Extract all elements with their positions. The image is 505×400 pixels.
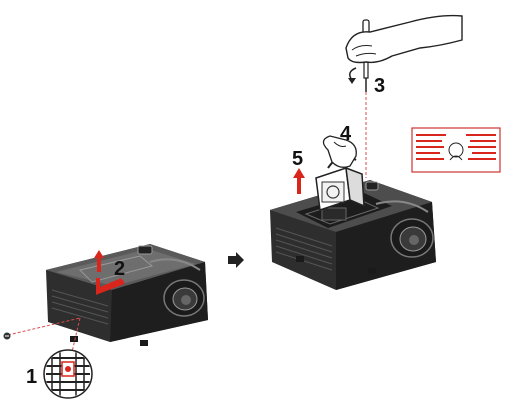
step-label-4: 4 bbox=[340, 123, 352, 145]
screw-icon bbox=[4, 333, 11, 340]
step-label-3: 3 bbox=[374, 75, 385, 97]
projector-left bbox=[46, 244, 208, 346]
warning-label-icon bbox=[412, 128, 500, 172]
arrow-step-5 bbox=[293, 168, 305, 194]
step-label-1: 1 bbox=[26, 366, 37, 388]
magnified-screw-detail bbox=[44, 350, 92, 398]
step-label-5: 5 bbox=[292, 148, 303, 170]
rotate-icon bbox=[348, 68, 356, 84]
flow-arrow-icon bbox=[228, 252, 244, 268]
step-label-2: 2 bbox=[114, 258, 125, 280]
